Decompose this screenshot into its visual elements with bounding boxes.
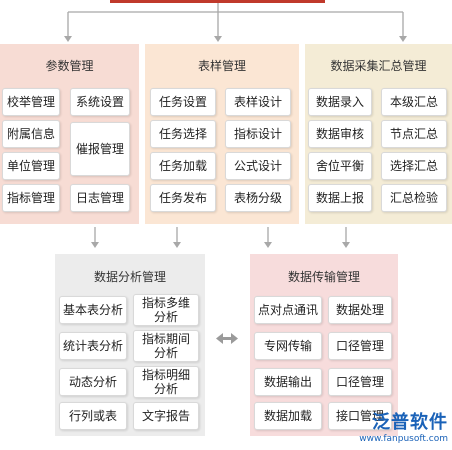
- btn-p5-r1[interactable]: 口径管理: [328, 332, 392, 360]
- btn-p1-l1[interactable]: 附属信息: [2, 120, 60, 148]
- btn-p3-r3[interactable]: 汇总检验: [381, 184, 447, 212]
- btn-p3-l3[interactable]: 数据上报: [308, 184, 372, 212]
- btn-p3-l2[interactable]: 舍位平衡: [308, 152, 372, 180]
- btn-p2-l3[interactable]: 任务发布: [150, 184, 216, 212]
- btn-p4-r3[interactable]: 文字报告: [133, 402, 199, 430]
- btn-p5-r2[interactable]: 口径管理: [328, 368, 392, 396]
- btn-p3-r1[interactable]: 节点汇总: [381, 120, 447, 148]
- btn-p2-r3[interactable]: 表杨分级: [225, 184, 291, 212]
- panel-parameter-management: 参数管理 校举管理 附属信息 单位管理 指标管理 系统设置 催报管理 日志管理: [0, 44, 139, 224]
- btn-p1-l2[interactable]: 单位管理: [2, 152, 60, 180]
- btn-p4-r0[interactable]: 指标多维 分析: [133, 294, 199, 326]
- btn-p5-r3[interactable]: 接口管理: [328, 402, 392, 430]
- btn-p2-r0[interactable]: 表样设计: [225, 88, 291, 116]
- btn-p1-r2[interactable]: 日志管理: [70, 184, 130, 212]
- btn-p5-l1[interactable]: 专网传输: [254, 332, 322, 360]
- panel-title: 数据分析管理: [93, 270, 166, 284]
- btn-p3-l1[interactable]: 数据审核: [308, 120, 372, 148]
- btn-p5-l0[interactable]: 点对点通讯: [254, 296, 322, 324]
- btn-p1-l3[interactable]: 指标管理: [2, 184, 60, 212]
- top-bar: [110, 0, 325, 3]
- panel-title: 表样管理: [197, 59, 246, 73]
- btn-p4-l3[interactable]: 行列或表: [59, 402, 127, 430]
- btn-p1-l0[interactable]: 校举管理: [2, 88, 60, 116]
- btn-p3-l0[interactable]: 数据录入: [308, 88, 372, 116]
- panel-title: 数据传输管理: [287, 270, 360, 284]
- btn-p5-l3[interactable]: 数据加载: [254, 402, 322, 430]
- btn-p4-l1[interactable]: 统计表分析: [59, 332, 127, 360]
- btn-p5-r0[interactable]: 数据处理: [328, 296, 392, 324]
- btn-p4-l2[interactable]: 动态分析: [59, 368, 127, 396]
- btn-p3-r2[interactable]: 选择汇总: [381, 152, 447, 180]
- btn-p2-l0[interactable]: 任务设置: [150, 88, 216, 116]
- btn-p4-r2[interactable]: 指标明细 分析: [133, 366, 199, 398]
- logo-text: 泛普软件: [372, 412, 448, 433]
- panel-title: 数据采集汇总管理: [330, 59, 427, 73]
- panel-data-analysis: 数据分析管理 基本表分析 统计表分析 动态分析 行列或表 指标多维 分析 指标期…: [55, 254, 205, 436]
- panel-title: 参数管理: [45, 59, 94, 73]
- logo-url: www.fanpusoft.com: [359, 434, 448, 444]
- panel-form-management: 表样管理 任务设置 任务选择 任务加载 任务发布 表样设计 指标设计 公式设计 …: [145, 44, 299, 224]
- bidirectional-arrow-icon: [216, 333, 238, 344]
- panel-data-collection: 数据采集汇总管理 数据录入 数据审核 舍位平衡 数据上报 本级汇总 节点汇总 选…: [305, 44, 452, 224]
- btn-p2-r1[interactable]: 指标设计: [225, 120, 291, 148]
- btn-p2-l2[interactable]: 任务加载: [150, 152, 216, 180]
- brand-logo: 泛普软件 www.fanpusoft.com: [359, 408, 448, 444]
- btn-p1-r0[interactable]: 系统设置: [70, 88, 130, 116]
- btn-p2-r2[interactable]: 公式设计: [225, 152, 291, 180]
- btn-p1-r1[interactable]: 催报管理: [70, 122, 130, 176]
- btn-p4-r1[interactable]: 指标期间 分析: [133, 330, 199, 362]
- btn-p2-l1[interactable]: 任务选择: [150, 120, 216, 148]
- btn-p5-l2[interactable]: 数据输出: [254, 368, 322, 396]
- btn-p3-r0[interactable]: 本级汇总: [381, 88, 447, 116]
- panel-data-transfer: 数据传输管理 点对点通讯 专网传输 数据输出 数据加载 数据处理 口径管理 口径…: [250, 254, 398, 436]
- btn-p4-l0[interactable]: 基本表分析: [59, 296, 127, 324]
